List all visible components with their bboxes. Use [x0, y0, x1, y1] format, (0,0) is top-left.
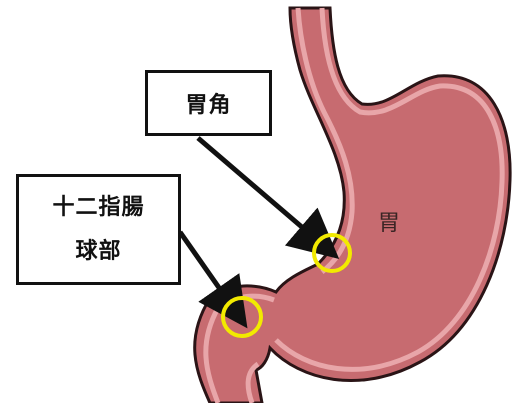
- duodenal-bulb-label-line2: 球部: [75, 230, 121, 274]
- stomach-label: 胃: [378, 205, 400, 237]
- gastric-angle-label-box: 胃角: [145, 70, 272, 136]
- duodenal-bulb-label-line1: 十二指腸: [52, 186, 144, 230]
- duodenal-bulb-label-box: 十二指腸 球部: [16, 174, 181, 285]
- gastric-angle-arrow: [198, 138, 324, 246]
- gastric-angle-label: 胃角: [185, 87, 231, 119]
